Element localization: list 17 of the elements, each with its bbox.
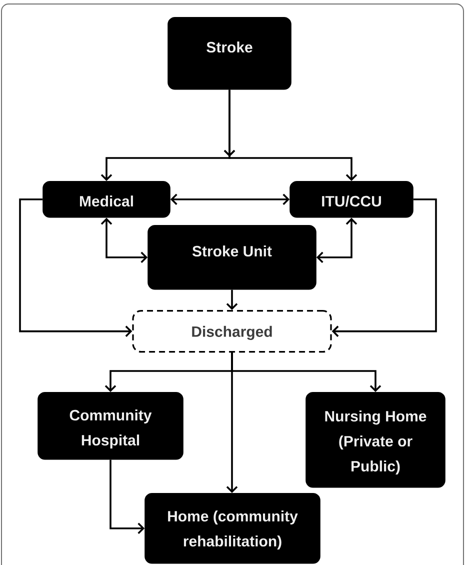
process-box: Stroke xyxy=(168,17,292,90)
process-box: Home (community rehabilitation) xyxy=(144,493,320,564)
process-box: Community Hospital xyxy=(38,392,184,460)
arrow xyxy=(19,198,132,337)
process-box: Nursing Home (Private or Public) xyxy=(306,392,446,488)
process-box: ITU/CCU xyxy=(290,181,414,218)
arrow xyxy=(100,218,148,264)
arrow xyxy=(226,352,238,493)
arrow xyxy=(226,290,238,310)
process-box: Medical xyxy=(42,181,170,218)
dashed-box: Discharged xyxy=(132,310,332,353)
arrow xyxy=(110,460,145,534)
arrow xyxy=(170,194,290,206)
arrow xyxy=(224,90,358,181)
arrow xyxy=(316,218,358,264)
process-box: Stroke Unit xyxy=(148,225,316,290)
arrow xyxy=(332,198,437,337)
